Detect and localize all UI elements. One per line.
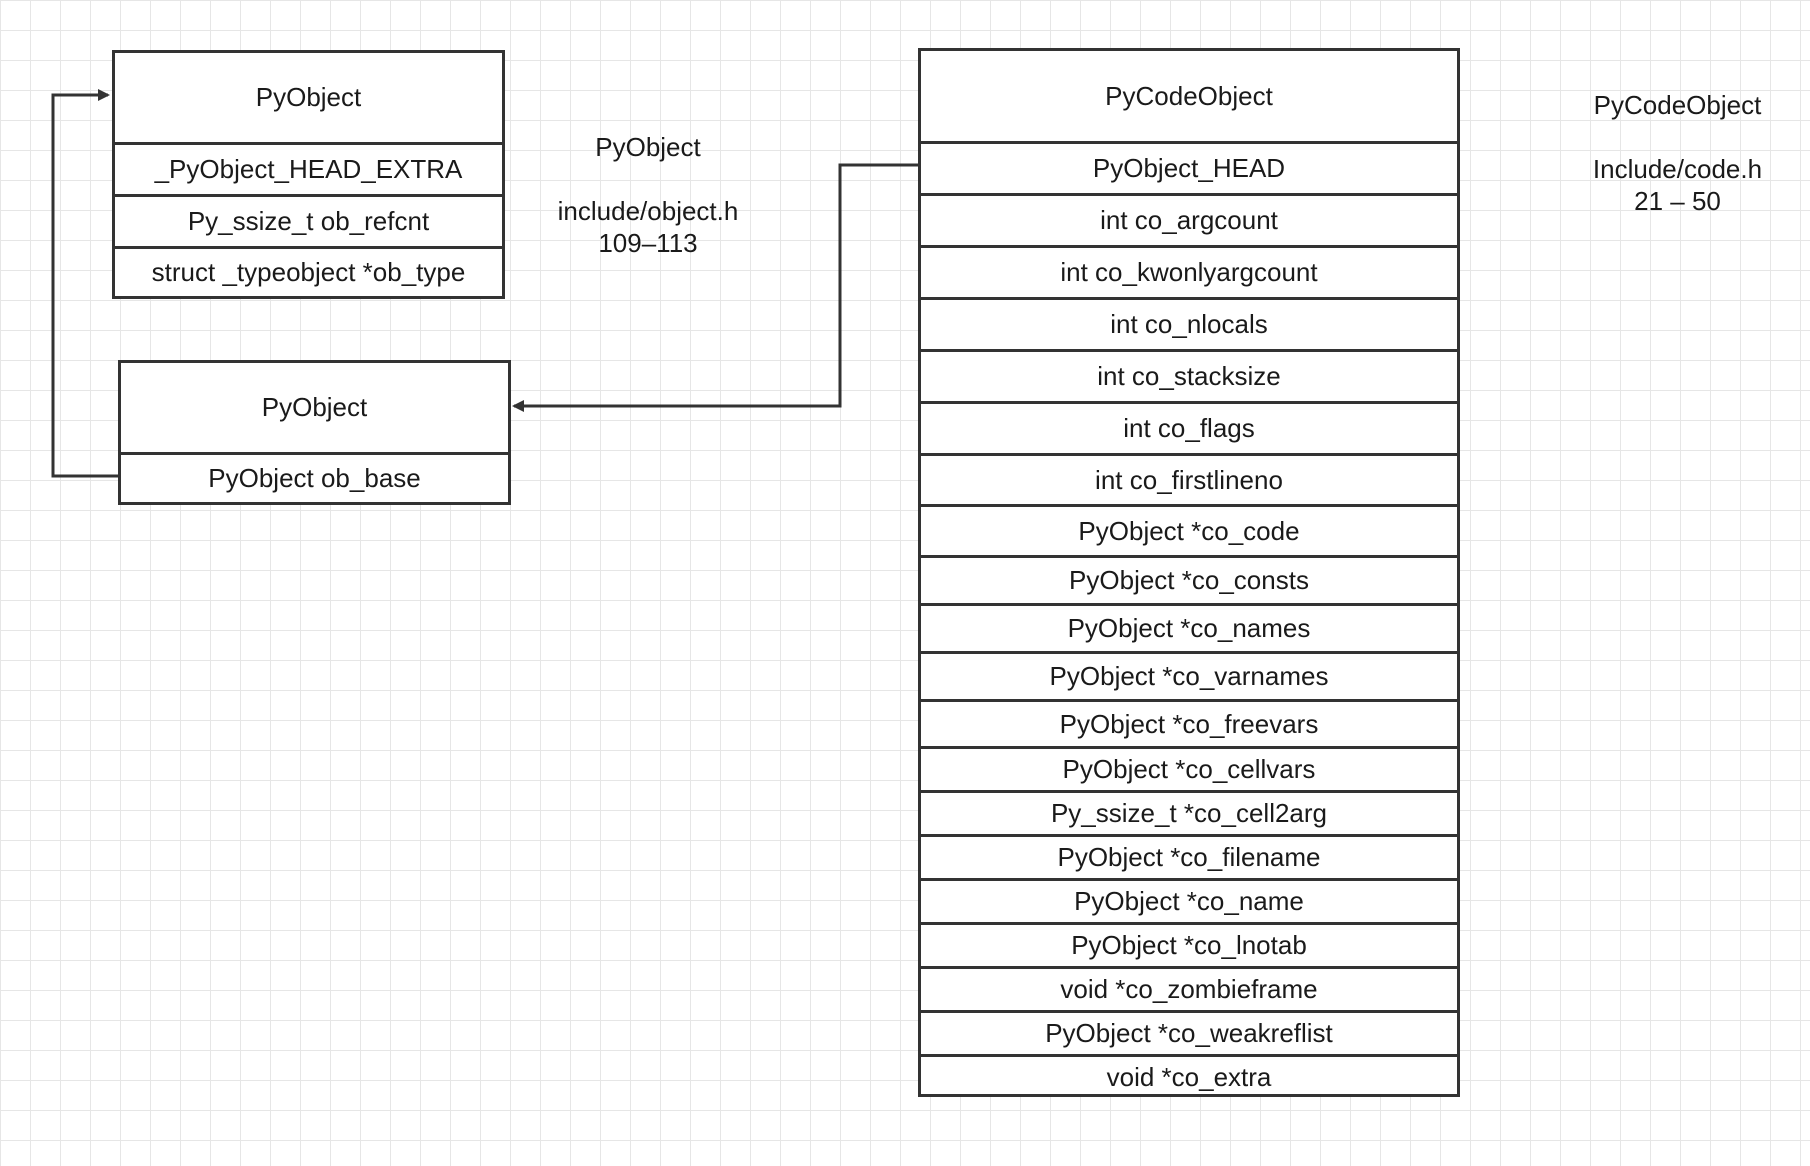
field-pyobject-co-names: PyObject *co_names: [921, 606, 1457, 654]
pyobject-note-title: PyObject: [595, 132, 701, 162]
pyobject-base-box: PyObject PyObject ob_base: [118, 360, 511, 505]
field-py-ssize-t-co-cell2arg: Py_ssize_t *co_cell2arg: [921, 793, 1457, 837]
pyobject-struct-title: PyObject: [115, 53, 502, 145]
field-ob-type: struct _typeobject *ob_type: [151, 257, 466, 287]
field-ob-base: PyObject ob_base: [208, 463, 421, 493]
field-pyobject-co-lnotab: PyObject *co_lnotab: [921, 925, 1457, 969]
pycodeobject-note-lines: 21 – 50: [1634, 186, 1721, 216]
field-pyobject-head-extra: _PyObject_HEAD_EXTRA: [115, 145, 502, 197]
field-pyobject-co-varnames: PyObject *co_varnames: [921, 654, 1457, 702]
field-int-co-nlocals: int co_nlocals: [921, 300, 1457, 352]
field-pyobject-head: PyObject_HEAD: [921, 144, 1457, 196]
field-ob-refcnt: Py_ssize_t ob_refcnt: [115, 197, 502, 249]
pycodeobject-struct-title: PyCodeObject: [921, 51, 1457, 144]
pyobject-note-file: include/object.h: [557, 196, 739, 226]
field-pyobject-co-consts: PyObject *co_consts: [921, 558, 1457, 606]
field-pyobject-co-weakreflist: PyObject *co_weakreflist: [921, 1013, 1457, 1057]
pyobject-struct-box: PyObject _PyObject_HEAD_EXTRA Py_ssize_t…: [112, 50, 505, 299]
field-pyobject-co-cellvars: PyObject *co_cellvars: [921, 749, 1457, 793]
field-int-co-firstlineno: int co_firstlineno: [921, 456, 1457, 507]
field-void-co-extra: void *co_extra: [1106, 1062, 1272, 1092]
field-pyobject-co-freevars: PyObject *co_freevars: [921, 702, 1457, 749]
field-pyobject-co-name: PyObject *co_name: [921, 881, 1457, 925]
pyobject-note-lines: 109–113: [598, 228, 698, 258]
field-pyobject-co-filename: PyObject *co_filename: [921, 837, 1457, 881]
field-void-co-zombieframe: void *co_zombieframe: [921, 969, 1457, 1013]
field-int-co-stacksize: int co_stacksize: [921, 352, 1457, 404]
field-int-co-argcount: int co_argcount: [921, 196, 1457, 248]
pycodeobject-note-file: Include/code.h: [1592, 154, 1763, 184]
field-int-co-flags: int co_flags: [921, 404, 1457, 456]
pyobject-base-title: PyObject: [121, 363, 508, 455]
pyobject-source-note: PyObject include/object.h 109–113: [528, 131, 768, 259]
field-int-co-kwonlyargcount: int co_kwonlyargcount: [921, 248, 1457, 300]
ob-base-to-pyobject-arrow: [51, 89, 118, 478]
pycodeobject-source-note: PyCodeObject Include/code.h 21 – 50: [1560, 89, 1795, 217]
field-pyobject-co-code: PyObject *co_code: [921, 507, 1457, 558]
pyobject-head-to-ob-base-arrow: [512, 163, 918, 412]
pycodeobject-note-title: PyCodeObject: [1593, 90, 1762, 120]
